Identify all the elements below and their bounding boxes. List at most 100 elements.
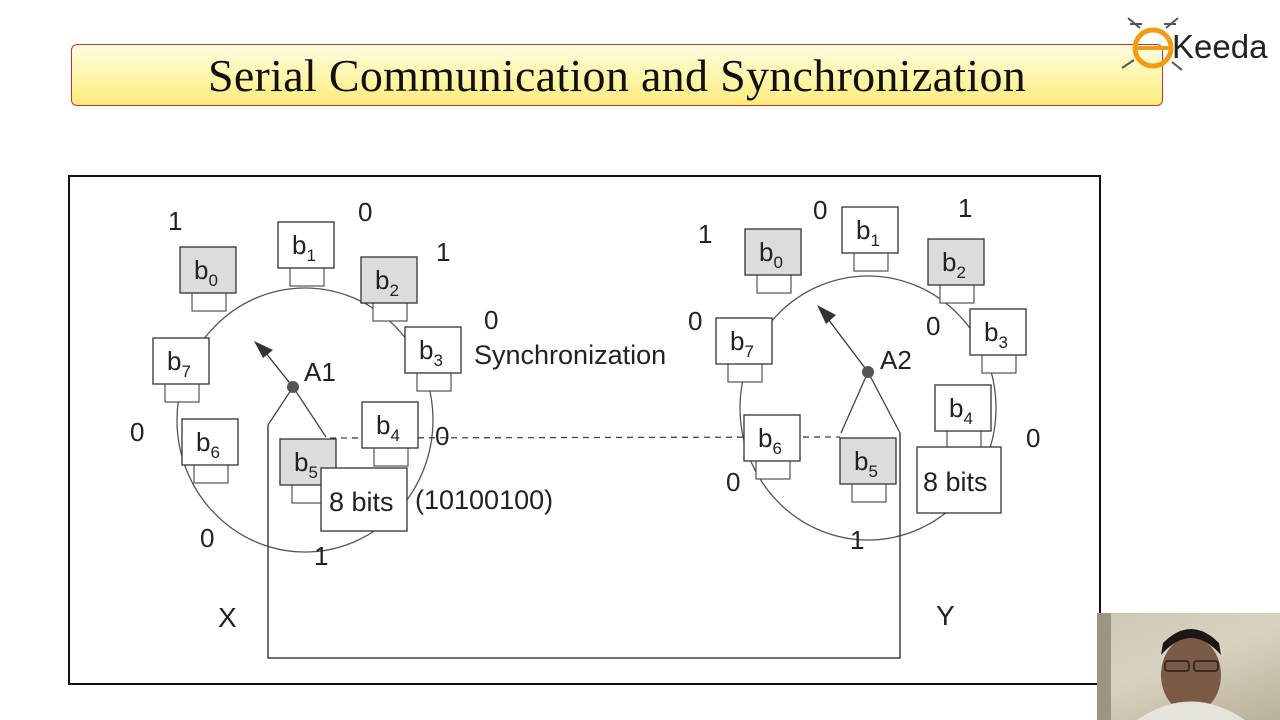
left-bit-box-b0	[179, 246, 237, 294]
bit-value-labels: 1 0 1 0 0 1 0 0 1 0 1 0 0 1 0 0	[130, 193, 1040, 571]
left-bit-stub-b3	[416, 370, 452, 392]
left-bit-ring	[176, 287, 434, 553]
right-bit-index-b1: 1	[870, 231, 879, 250]
left-bit-index-b3: 3	[433, 351, 442, 370]
right-bit-index-b3: 3	[998, 333, 1007, 352]
right-bit-box-b0	[744, 228, 802, 276]
right-bit-stub-b7	[727, 361, 763, 383]
synchronization-label: Synchronization	[474, 340, 666, 370]
right-bit-stub-b4	[946, 428, 982, 450]
right-bit-index-b7: 7	[744, 342, 753, 361]
right-bit-stub-b5	[851, 481, 887, 503]
left-bit-cell-b6: b6	[181, 418, 239, 484]
right-bit-index-b5: 5	[868, 462, 877, 481]
right-bit-value-b7: 0	[688, 306, 702, 336]
right-bit-value-b5: 1	[850, 525, 864, 555]
title-banner: Serial Communication and Synchronization	[71, 44, 1163, 106]
left-counter-label: 8 bits	[329, 487, 394, 517]
pointer-label-a2: A2	[880, 345, 912, 375]
right-bit-index-b2: 2	[956, 263, 965, 282]
left-bit-box-b2	[360, 256, 418, 304]
right-bit-cell-b1: b1	[841, 206, 899, 272]
pointer-pivot-a1	[287, 381, 299, 393]
left-bit-cell-b2: b2	[360, 256, 418, 322]
right-bit-cell-b7: b7	[715, 317, 773, 383]
left-bit-value-b1: 0	[358, 197, 372, 227]
right-bit-stub-b6	[755, 458, 791, 480]
right-bit-box-b1	[841, 206, 899, 254]
left-bit-box-b4	[361, 401, 419, 449]
right-bit-index-b0: 0	[773, 253, 782, 272]
right-bit-stub-b2	[939, 282, 975, 304]
right-bit-index-b6: 6	[772, 439, 781, 458]
right-bit-cell-b6: b6	[743, 414, 801, 480]
eduKeeda-bug-icon	[1121, 17, 1183, 71]
right-bit-value-b3: 0	[926, 311, 940, 341]
left-counter-box	[320, 467, 408, 532]
left-bit-pattern: (10100100)	[415, 485, 553, 515]
left-bit-cell-b3: b3	[404, 326, 462, 392]
left-bit-cell-b0: b0	[179, 246, 237, 312]
unit-label-x: X	[218, 602, 237, 633]
right-bit-cell-b5: b5	[839, 437, 897, 503]
connection-wire	[267, 425, 901, 659]
pointer-label-a1: A1	[304, 357, 336, 387]
left-bit-cell-b4: b4	[361, 401, 419, 467]
connection-wire-left-hub	[267, 386, 294, 426]
right-bit-value-b4: 0	[1026, 423, 1040, 453]
left-bit-value-b6: 0	[200, 523, 214, 553]
left-bit-index-b6: 6	[210, 443, 219, 462]
left-bit-stub-b4	[373, 445, 409, 467]
left-bit-value-b5: 1	[314, 541, 328, 571]
left-bit-index-b2: 2	[389, 281, 398, 300]
left-bit-stub-b6	[193, 462, 229, 484]
right-bit-stub-b0	[756, 272, 792, 294]
right-bit-box-b6	[743, 414, 801, 462]
left-bit-stub-b1	[289, 265, 325, 287]
left-bit-box-b7	[152, 337, 210, 385]
pointer-arrowhead-a1	[254, 341, 273, 358]
left-bit-index-b7: 7	[181, 362, 190, 381]
synchronization-dashed-line	[329, 436, 841, 439]
connection-wire-right-hub	[840, 371, 869, 434]
right-bit-index-b4: 4	[963, 409, 972, 428]
right-bit-box-b7	[715, 317, 773, 365]
left-bit-index-b0: 0	[208, 271, 217, 290]
left-bit-stub-b7	[164, 381, 200, 403]
presenter-silhouette	[1097, 613, 1245, 720]
right-bit-box-b3	[969, 308, 1027, 356]
pointer-pivot-a2	[862, 366, 874, 378]
left-bit-value-b2: 1	[436, 237, 450, 267]
right-counter-label: 8 bits	[923, 467, 988, 497]
left-bit-index-b5: 5	[308, 463, 317, 482]
connection-wire-right-hub-2	[867, 371, 901, 434]
right-bit-cell-b2: b2	[927, 238, 985, 304]
left-bit-box-b1	[277, 221, 335, 269]
connection-wire-left-hub-2	[292, 386, 327, 438]
left-bit-value-b4: 0	[435, 421, 449, 451]
right-bit-box-b2	[927, 238, 985, 286]
left-bit-box-b6	[181, 418, 239, 466]
right-bit-cell-b0: b0	[744, 228, 802, 294]
right-bit-box-b4	[934, 384, 992, 432]
left-bit-cell-b5: b5	[279, 438, 337, 504]
logo-wordmark: Keeda	[1172, 28, 1268, 65]
right-bit-stub-b3	[981, 352, 1017, 374]
right-bit-cell-b4: b4	[934, 384, 992, 450]
ekeeda-logo	[1121, 17, 1183, 71]
right-bit-stub-b1	[853, 250, 889, 272]
left-bit-index-b1: 1	[306, 246, 315, 265]
left-bit-cell-b1: b1	[277, 221, 335, 287]
left-bit-value-b0: 1	[168, 206, 182, 236]
right-bit-value-b1: 0	[813, 195, 827, 225]
right-bit-box-b5	[839, 437, 897, 485]
right-bit-ring	[739, 275, 997, 541]
left-bit-value-b3: 0	[484, 305, 498, 335]
pointer-arrow-a2	[824, 314, 869, 373]
left-bit-index-b4: 4	[390, 426, 399, 445]
right-bit-value-b6: 0	[726, 467, 740, 497]
left-bit-stub-b0	[191, 290, 227, 312]
